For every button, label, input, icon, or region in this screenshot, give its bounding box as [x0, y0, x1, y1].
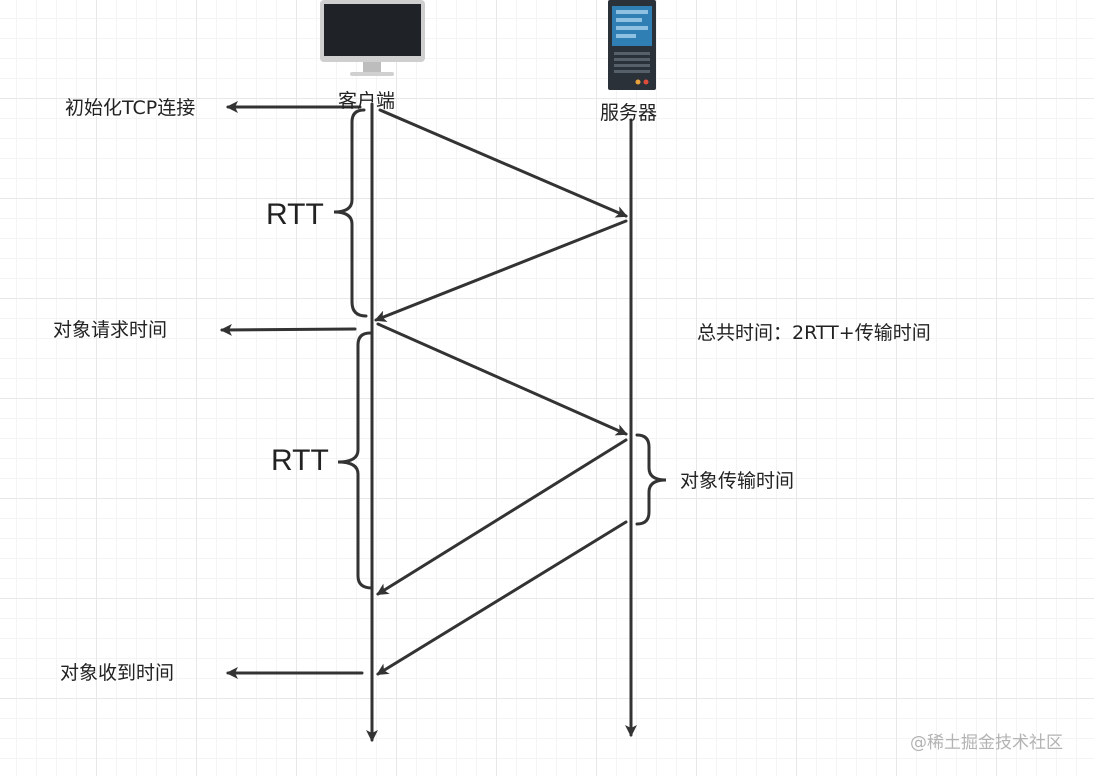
- rtt-brace-2: [337, 331, 374, 590]
- server-rack-icon: [608, 0, 656, 90]
- response-end-arrow: [376, 520, 628, 676]
- server-label: 服务器: [600, 102, 658, 124]
- obj-request-arrow: [220, 323, 357, 336]
- transfer-brace: [635, 433, 667, 526]
- watermark: @稀土掘金技术社区: [910, 733, 1063, 753]
- rtt-brace-1: [333, 108, 368, 318]
- obj-request-label: 对象请求时间: [53, 319, 168, 341]
- syn-arrow: [378, 108, 628, 218]
- request-arrow: [376, 322, 628, 436]
- response-start-arrow: [376, 438, 628, 596]
- init-tcp-label: 初始化TCP连接: [65, 97, 196, 119]
- rtt-label-1: RTT: [266, 198, 324, 231]
- synack-arrow: [374, 219, 628, 322]
- rtt-label-2: RTT: [271, 444, 329, 477]
- obj-transfer-label: 对象传输时间: [680, 470, 795, 492]
- client-label: 客户端: [338, 90, 396, 112]
- obj-received-label: 对象收到时间: [60, 662, 175, 684]
- monitor-icon: [320, 0, 425, 76]
- total-time-label: 总共时间：2RTT+传输时间: [697, 322, 931, 344]
